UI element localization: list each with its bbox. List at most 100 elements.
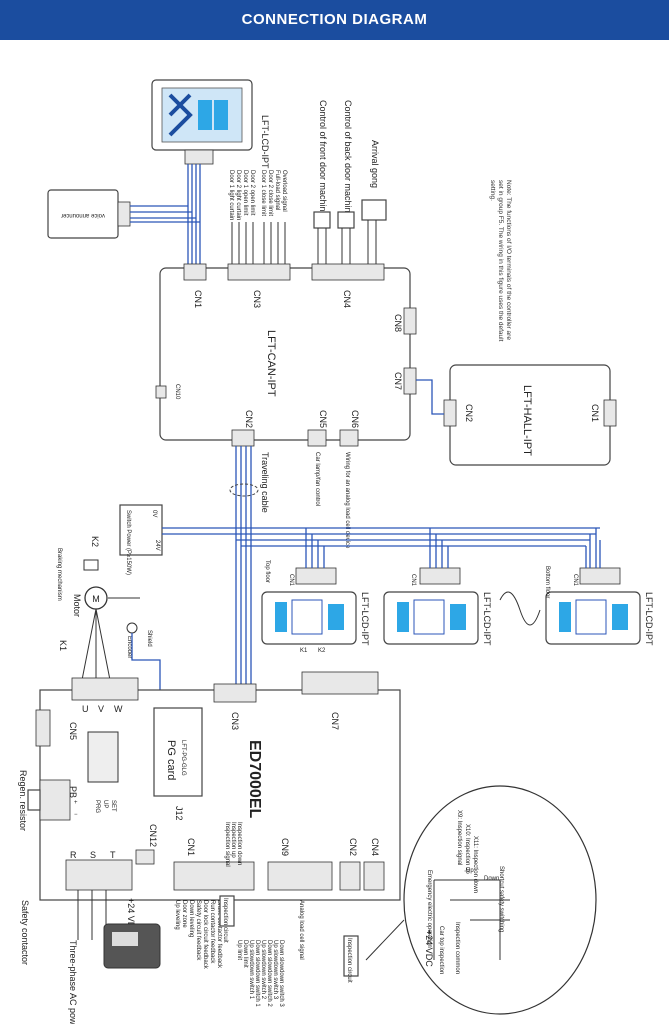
car-lcd-label: LFT-LCD-IPT [260, 115, 270, 169]
traveling-cable-label: Traveling cable [260, 452, 270, 513]
voice-announcer: voice announcer [47, 189, 200, 239]
svg-text:Emergency electric operation: Emergency electric operation [426, 870, 432, 948]
inspection-detail: +24 VDC X9: Inspection signal X10: Inspe… [365, 785, 597, 1015]
svg-text:Shortcut safety switching: Shortcut safety switching [498, 866, 504, 932]
can-board: CN1 CN3 CN4 LFT-CAN-IPT CN10 CN8 CN7 CN2… [155, 263, 417, 447]
svg-text:SET: SET [110, 800, 116, 812]
svg-text:X10: Inspection up: X10: Inspection up [464, 824, 470, 874]
svg-text:Bottom floor: Bottom floor [544, 566, 550, 598]
cn1-input-labels: Up leveling Door zone Down leveling Safe… [174, 900, 222, 970]
svg-text:−: − [74, 812, 78, 818]
svg-text:Run contactor feedback: Run contactor feedback [209, 900, 215, 964]
svg-text:V: V [98, 704, 104, 714]
voice-announcer-label: voice announcer [61, 212, 105, 218]
svg-text:X11: Inspection down: X11: Inspection down [472, 836, 478, 893]
svg-text:CN12: CN12 [148, 824, 158, 847]
svg-text:K1: K1 [58, 640, 68, 651]
svg-text:PG card: PG card [165, 740, 177, 780]
hall-board: CN2 CN1 LFT-HALL-IPT [416, 364, 617, 466]
svg-text:K2: K2 [318, 648, 326, 654]
svg-text:CN3: CN3 [230, 712, 240, 730]
svg-text:Shield: Shield [146, 630, 152, 647]
svg-text:CN4: CN4 [342, 290, 352, 308]
front-door-label: Control of front door machine [318, 100, 328, 217]
svg-text:CN6: CN6 [350, 410, 360, 428]
svg-text:Door lock circuit feedback: Door lock circuit feedback [202, 900, 208, 970]
floor-display-bottom: Bottom floor CN1 LFT-LCD-IPT [544, 528, 654, 646]
svg-text:PRG: PRG [94, 800, 100, 813]
svg-text:Switch Power (P≥150W): Switch Power (P≥150W) [125, 510, 131, 575]
svg-text:Door 2 open limit: Door 2 open limit [249, 170, 255, 216]
switch-power: Switch Power (P≥150W) 0V 24V [119, 504, 600, 575]
svg-text:CN7: CN7 [330, 712, 340, 730]
svg-text:Inspection up: Inspection up [230, 822, 236, 858]
svg-text:Braking mechanism: Braking mechanism [56, 548, 62, 601]
cn9-input-labels: Up limit Down limit Up slowdown switch 1… [236, 940, 284, 1007]
svg-text:U: U [82, 704, 89, 714]
svg-text:Overload signal: Overload signal [281, 170, 287, 212]
svg-text:Door 1 close limit: Door 1 close limit [260, 170, 266, 216]
svg-text:T: T [110, 850, 116, 860]
svg-text:CN5: CN5 [318, 410, 328, 428]
svg-text:Down slowdown switch 3: Down slowdown switch 3 [278, 940, 284, 1007]
controller-model: ED7000EL [246, 740, 263, 818]
svg-text:LFT-LCD-IPT: LFT-LCD-IPT [360, 592, 370, 646]
svg-text:Door 1 open limit: Door 1 open limit [242, 170, 248, 216]
svg-text:Up slowdown switch 1: Up slowdown switch 1 [248, 940, 254, 1000]
svg-text:Full-load signal: Full-load signal [274, 170, 280, 210]
svg-text:Safety circuit feedback: Safety circuit feedback [195, 900, 201, 961]
back-door-label: Control of back door machine [343, 100, 353, 218]
svg-text:CN2: CN2 [244, 410, 254, 428]
svg-text:Motor: Motor [72, 594, 82, 617]
car-lamp-label: Car lamp/fan control [314, 452, 320, 506]
motor-assembly: Braking mechanism K2 M Motor Encoder Shi… [56, 536, 161, 690]
svg-text:Inspection down: Inspection down [236, 822, 242, 865]
svg-text:Down leveling: Down leveling [188, 900, 194, 937]
svg-text:CN2: CN2 [464, 404, 474, 422]
svg-text:S: S [90, 850, 96, 860]
hall-board-label: LFT-HALL-IPT [521, 385, 533, 456]
svg-text:Down slowdown switch 1: Down slowdown switch 1 [254, 940, 260, 1007]
regen-resistor-label: Regen. resistor [18, 770, 28, 831]
svg-text:Up limit: Up limit [236, 940, 242, 960]
svg-text:Up: Up [466, 868, 474, 874]
load-cell-label: Wiring for an analog load cell device [344, 452, 350, 549]
header-banner [0, 0, 669, 40]
svg-text:CN2: CN2 [348, 838, 358, 856]
svg-text:+24 VDC: +24 VDC [424, 930, 434, 967]
svg-text:W: W [114, 704, 123, 714]
svg-text:Inspection signal: Inspection signal [224, 822, 230, 867]
controller-board: U V W CN5 PB + − PRG UP SET R S T CN12 P… [35, 648, 401, 901]
svg-text:Inspection circuit: Inspection circuit [222, 898, 228, 943]
svg-text:X9: Inspection signal: X9: Inspection signal [456, 810, 462, 865]
svg-text:+: + [74, 800, 78, 806]
svg-text:Door 2 light curtain: Door 2 light curtain [235, 170, 241, 220]
svg-text:Up slowdown switch 3: Up slowdown switch 3 [272, 940, 278, 1000]
svg-text:CN9: CN9 [280, 838, 290, 856]
arrival-gong-label: Arrival gong [370, 140, 380, 188]
svg-text:0V: 0V [151, 510, 157, 517]
svg-text:UP: UP [102, 800, 108, 808]
svg-text:24V: 24V [154, 540, 160, 551]
svg-text:LFT-LCD-IPT: LFT-LCD-IPT [482, 592, 492, 646]
svg-text:Car top inspection: Car top inspection [438, 926, 444, 974]
svg-text:CN1: CN1 [572, 574, 578, 587]
floor-display-top: Top floor CN1 LFT-LCD-IPT [261, 528, 370, 646]
plus24-label: +24 VDC [126, 898, 136, 935]
inspection-input-labels: Inspection signal Inspection up Inspecti… [219, 822, 242, 943]
svg-text:CN7: CN7 [393, 372, 403, 390]
svg-text:CN1: CN1 [288, 574, 294, 587]
gong-icon [361, 199, 387, 221]
power-supply-label: Three-phase AC power supply [68, 940, 78, 1024]
svg-text:R: R [70, 850, 77, 860]
can-board-label: LFT-CAN-IPT [265, 330, 277, 397]
svg-text:Inspection circuit: Inspection circuit [346, 938, 352, 983]
svg-text:J12: J12 [174, 806, 184, 821]
svg-text:Door zone: Door zone [181, 900, 187, 928]
svg-text:CN10: CN10 [174, 384, 180, 400]
svg-text:K1: K1 [300, 648, 308, 654]
svg-text:Down slowdown switch 2: Down slowdown switch 2 [266, 940, 272, 1007]
svg-text:Door 2 close limit: Door 2 close limit [267, 170, 273, 216]
page-title: CONNECTION DIAGRAM [241, 11, 428, 28]
analog-load-label: Analog load cell signal [298, 900, 304, 960]
